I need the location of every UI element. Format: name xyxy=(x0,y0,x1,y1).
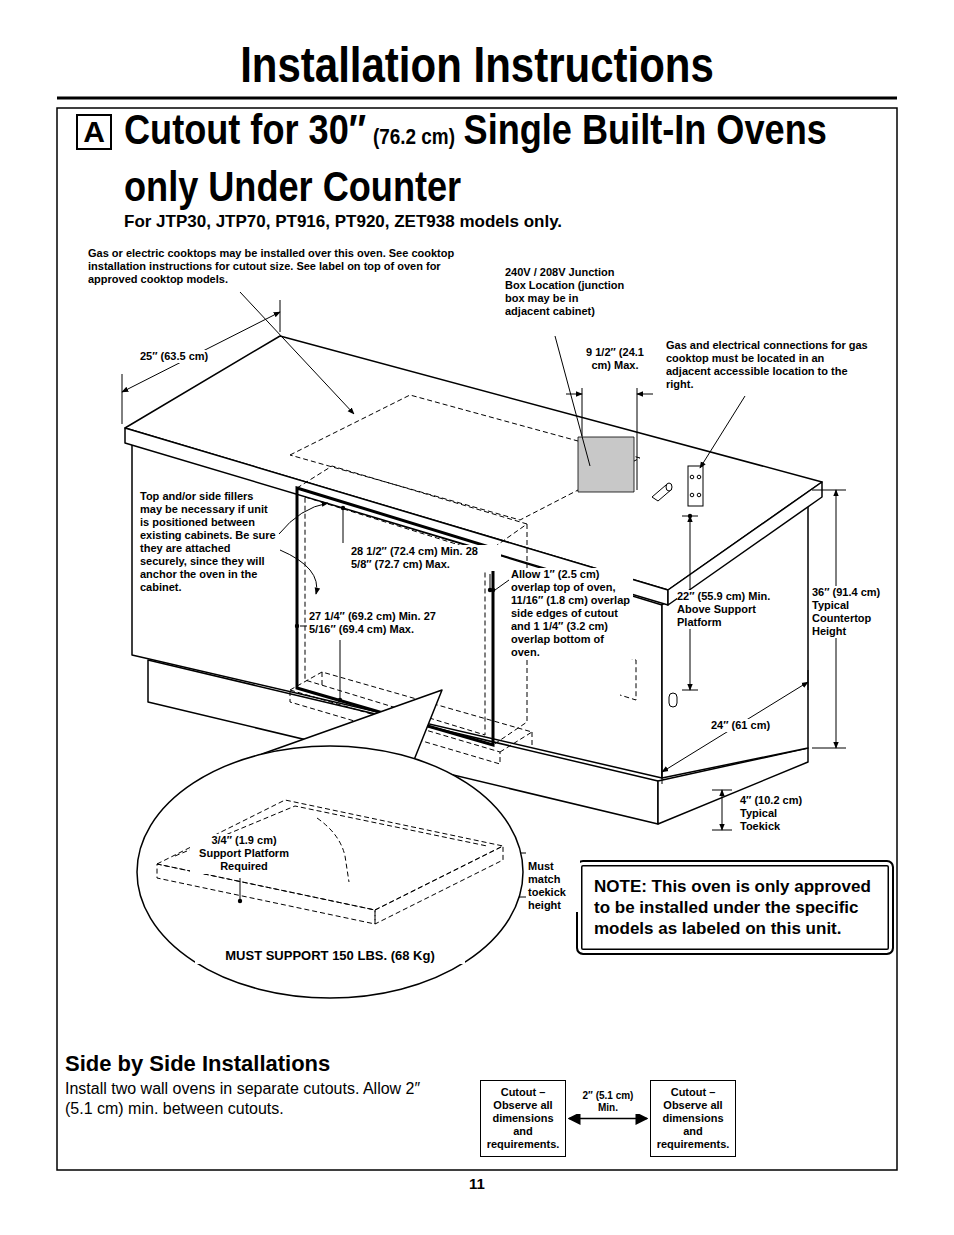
leader-cooktop xyxy=(240,292,354,414)
heading-text: (76.2 cm) xyxy=(373,124,455,149)
hidden-lines xyxy=(290,395,640,764)
cutout-box: Cutout – Observe all dimensions and requ… xyxy=(480,1080,566,1157)
frame-border xyxy=(57,108,897,1170)
leader-height xyxy=(340,640,341,700)
dimension-text: 4″ (10.2 cm) Typical Toekick xyxy=(740,794,820,833)
section-letter-box: A xyxy=(76,114,112,150)
page-number: 11 xyxy=(462,1175,492,1193)
dimension-9-5 xyxy=(637,394,653,395)
outlet-hole xyxy=(697,475,701,479)
edge-label: 2″ (5.1 cm) Min. xyxy=(573,1090,643,1114)
detail-text: 3/4″ (1.9 cm) Support Platform Required xyxy=(190,834,298,874)
leader-dot xyxy=(341,506,345,510)
extension-line xyxy=(637,388,638,490)
leader-dot xyxy=(295,624,299,628)
outlet-hole xyxy=(697,493,701,497)
leader-dots xyxy=(295,506,692,702)
dimension-4 xyxy=(722,790,723,830)
platform-drawing xyxy=(157,800,503,924)
dimension-9-5 xyxy=(566,394,582,395)
dimension-tick xyxy=(682,690,698,691)
overlap-note: Allow 1″ (2.5 cm) overlap top of oven, 1… xyxy=(511,568,633,659)
gas-pipe-end xyxy=(666,483,672,491)
leader-junction xyxy=(555,336,590,466)
title-rule xyxy=(57,97,897,100)
leader-width xyxy=(343,508,344,543)
oven-outline xyxy=(305,497,485,735)
magnified-detail-circle: 3/4″ (1.9 cm) Support Platform RequiredM… xyxy=(135,744,525,1000)
model-list: For JTP30, JTP70, PT916, PT920, ZET938 m… xyxy=(124,211,562,232)
outlet-hole xyxy=(690,493,694,497)
dimension-text: Must match toekick height xyxy=(528,860,580,912)
cabinet-wall xyxy=(175,806,487,882)
dimension-text: 28 1/2″ (72.4 cm) Min. 28 5/8″ (72.7 cm)… xyxy=(351,545,501,571)
leader-filler xyxy=(279,503,328,534)
leader-line xyxy=(240,878,241,900)
electrical-outlet xyxy=(688,466,703,506)
leader-connections xyxy=(700,396,745,468)
dimension-text: 36″ (91.4 cm) Typical Countertop Height xyxy=(812,586,894,638)
leader-dot xyxy=(338,698,342,702)
connection-note: Gas and electrical connections for gas c… xyxy=(666,339,871,391)
junction-box xyxy=(578,437,634,492)
dimension-arrow xyxy=(569,1118,647,1120)
page-frame xyxy=(57,98,897,1170)
page-title: Installation Instructions xyxy=(76,36,877,94)
junction-box-note: 240V / 208V Junction Box Location (junct… xyxy=(505,266,625,318)
leader-dot xyxy=(688,514,692,518)
extension-line xyxy=(280,300,281,332)
extension-line xyxy=(812,490,846,491)
dimension-text: 27 1/4″ (69.2 cm) Min. 27 5/16″ (69.4 cm… xyxy=(309,610,459,636)
leader-dot xyxy=(491,588,495,592)
leader-filler xyxy=(280,550,317,594)
dimension-text: 9 1/2″ (24.1 cm) Max. xyxy=(586,346,644,372)
leader-width xyxy=(490,574,491,588)
platform-top xyxy=(157,800,503,910)
leader-overlap xyxy=(495,580,509,590)
cabinet xyxy=(125,336,822,824)
dimension-text: 25″ (63.5 cm) xyxy=(140,350,208,363)
extension-line xyxy=(812,748,846,749)
cooktop-note: Gas or electric cooktops may be installe… xyxy=(88,247,460,286)
node-text: Cutout – Observe all dimensions and requ… xyxy=(484,1086,562,1151)
dimension-text: 24″ (61 cm) xyxy=(711,719,770,732)
leader-height xyxy=(300,626,307,627)
extension-line xyxy=(808,670,809,690)
filler-note: Top and/or side fillers may be necessary… xyxy=(140,490,276,594)
dimension-text: 22″ (55.9 cm) Min. Above Support Platfor… xyxy=(677,590,795,629)
extension-line xyxy=(122,374,123,424)
node-text: A xyxy=(83,117,105,147)
oven-top-hidden xyxy=(297,466,527,548)
cutout-box: Cutout – Observe all dimensions and requ… xyxy=(650,1080,736,1157)
dimension-24 xyxy=(662,682,808,772)
note-box: NOTE: This oven is only approved to be i… xyxy=(576,860,894,955)
platform-edge xyxy=(532,732,533,746)
body-text: Install two wall ovens in separate cutou… xyxy=(65,1079,435,1119)
outlet-hole xyxy=(690,475,694,479)
ellipse-outline xyxy=(137,746,523,998)
node-text: Cutout – Observe all dimensions and requ… xyxy=(654,1086,732,1151)
junction-box-hidden xyxy=(620,655,636,700)
dimension-25 xyxy=(122,312,280,392)
side-outlet xyxy=(669,693,677,707)
heading-text: Cutout for 30″ xyxy=(124,106,366,153)
extension-line xyxy=(582,388,583,436)
platform-side xyxy=(375,846,503,924)
section-subheading: Side by Side Installations xyxy=(65,1050,330,1077)
leader-dot xyxy=(238,899,242,903)
node-text: NOTE: This oven is only approved to be i… xyxy=(594,876,876,939)
section-heading: Cutout for 30″(76.2 cm)Single Built-In O… xyxy=(124,106,881,220)
platform-edge xyxy=(322,672,323,686)
detail-text: MUST SUPPORT 150 LBS. (68 Kg) xyxy=(195,948,465,964)
